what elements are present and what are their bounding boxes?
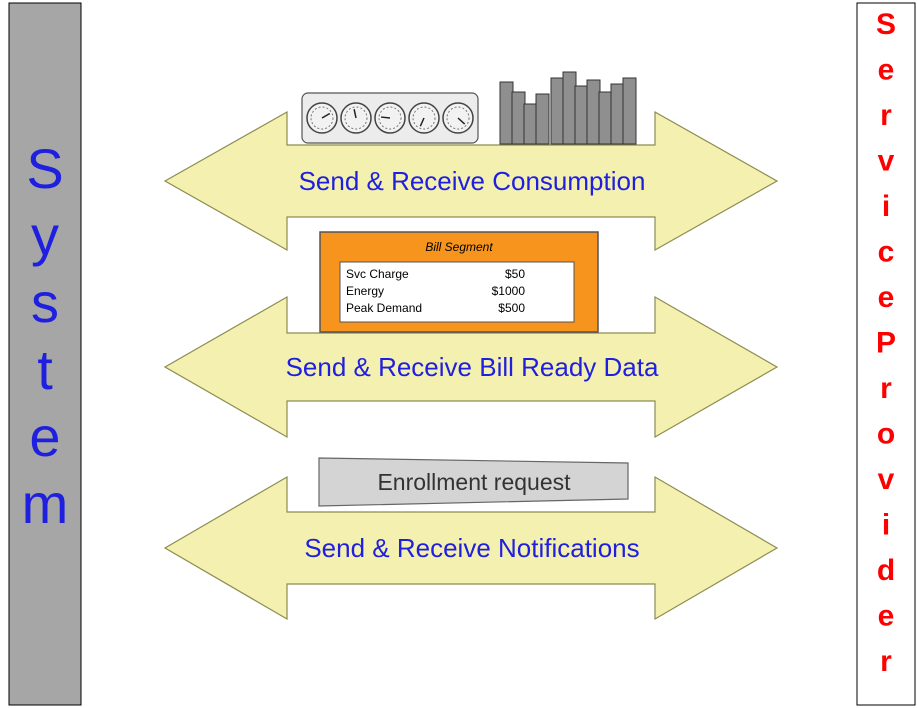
label-letter: o — [877, 418, 895, 451]
bill-row-item: Peak Demand — [346, 301, 422, 315]
bill-row-amount: $50 — [505, 267, 525, 281]
label-letter: d — [877, 554, 895, 587]
meter-dials-icon — [301, 92, 479, 144]
notifications-arrow-label: Send & Receive Notifications — [304, 533, 639, 563]
bill-row-item: Energy — [346, 284, 384, 298]
label-letter: r — [880, 645, 892, 678]
bill-segment-title: Bill Segment — [425, 240, 493, 254]
bill-ready-arrow-label: Send & Receive Bill Ready Data — [286, 352, 659, 382]
bill-ready-arrow — [163, 295, 779, 439]
label-letter: t — [37, 338, 53, 401]
enrollment-request-label: Enrollment request — [377, 469, 571, 495]
enrollment-request-box: Enrollment request — [318, 457, 629, 507]
label-letter: r — [880, 99, 892, 132]
label-letter: m — [22, 472, 69, 535]
label-letter: r — [880, 372, 892, 405]
label-letter: e — [878, 600, 895, 633]
bill-segment-table: Svc Charge $50 Energy $1000 Peak Demand … — [346, 267, 525, 315]
label-letter: v — [878, 463, 895, 496]
consumption-arrow — [163, 110, 779, 252]
label-letter: c — [878, 236, 895, 269]
bill-segment: Bill Segment Svc Charge $50 Energy $1000… — [319, 231, 599, 333]
bill-row-item: Svc Charge — [346, 267, 409, 281]
bar-chart-icon — [499, 71, 637, 145]
notifications-arrow — [163, 475, 779, 621]
consumption-arrow-label: Send & Receive Consumption — [299, 166, 646, 196]
label-letter: i — [882, 190, 890, 223]
label-letter: S — [876, 8, 896, 41]
label-letter: i — [882, 509, 890, 542]
label-letter: e — [878, 281, 895, 314]
label-letter: e — [878, 54, 895, 87]
bill-row-amount: $1000 — [492, 284, 526, 298]
label-letter: e — [29, 405, 60, 468]
service-provider-column — [856, 2, 916, 706]
bill-row-amount: $500 — [498, 301, 525, 315]
system-column — [8, 2, 82, 706]
label-letter: s — [31, 271, 59, 334]
label-letter: v — [878, 145, 895, 178]
label-letter: P — [876, 327, 896, 360]
label-letter: S — [26, 137, 63, 200]
label-letter: y — [31, 204, 59, 267]
